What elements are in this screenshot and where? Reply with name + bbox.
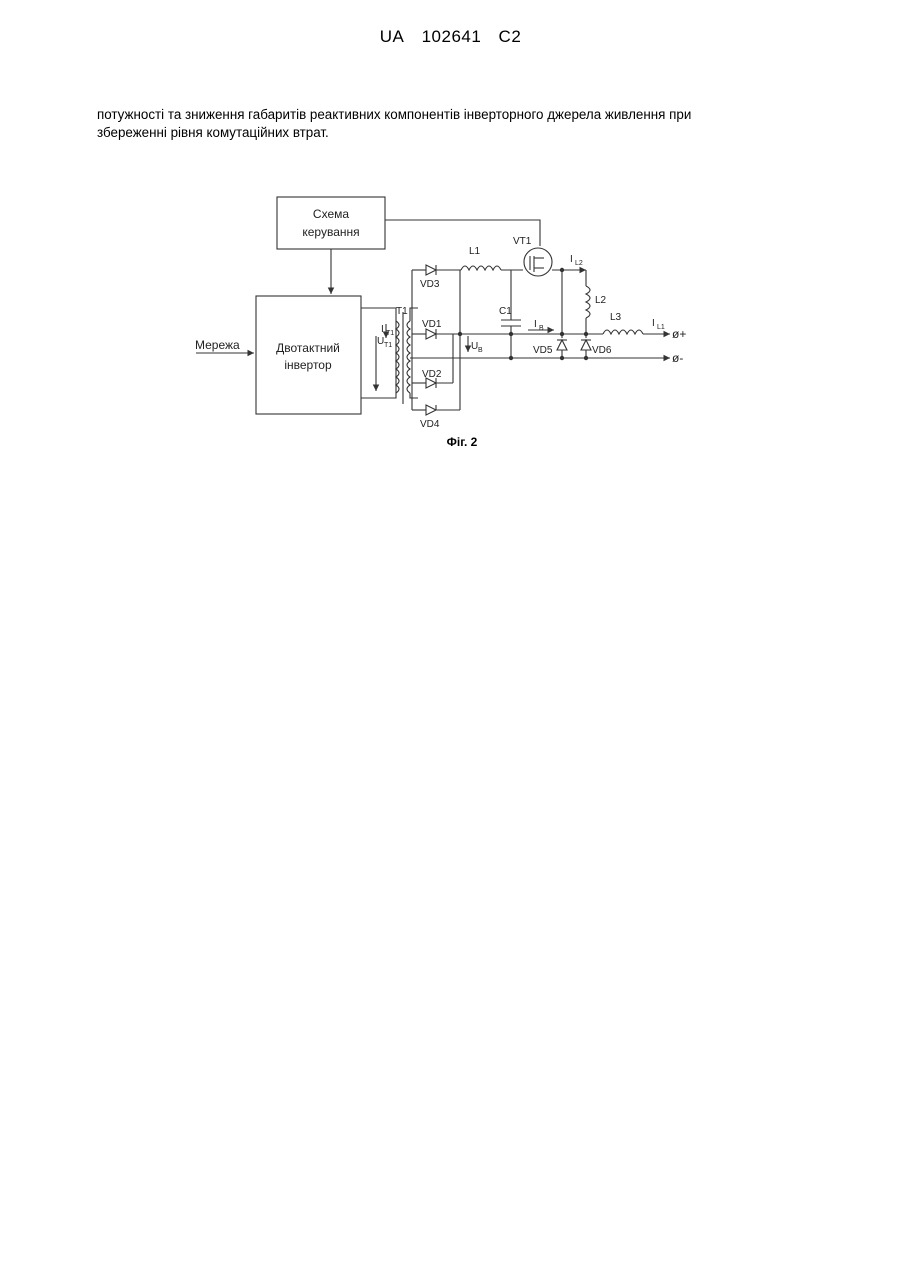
label-VD3: VD3 [420,279,440,290]
label-I-L2-sub: L2 [575,260,583,267]
label-I-L1-sub: L1 [657,324,665,331]
output-plus-terminal: ø+ [672,327,686,341]
control-block [277,197,385,249]
inverter-block [256,296,361,414]
patent-office: UA [380,27,405,47]
circuit-diagram: Схема керування Двотактний інвертор Мере… [178,186,708,436]
label-VD2: VD2 [422,369,442,380]
patent-kind: C2 [499,27,522,47]
label-T1: T1 [396,306,408,317]
label-U-B-sub: В [478,347,483,354]
output-minus-terminal: ø- [672,351,683,365]
mains-label: Мережа [195,338,240,352]
label-I-B-sub: В [539,325,544,332]
label-I-T: I [381,324,384,335]
paragraph-line-1: потужності та зниження габаритів реактив… [97,106,817,124]
paragraph-line-2: збереженні рівня комутаційних втрат. [97,124,817,142]
label-VD6: VD6 [592,345,612,356]
inverter-block-line-1: Двотактний [276,341,340,355]
label-I-L2: I [570,254,573,265]
label-U-T-sub: T1 [384,342,392,349]
figure-caption: Фіг. 2 [0,435,901,449]
label-I-T-sub: Т1 [386,330,394,337]
label-VD4: VD4 [420,419,440,430]
label-I-L1: I [652,318,655,329]
patent-number: 102641 [422,27,482,47]
label-VD5: VD5 [533,345,553,356]
label-L3: L3 [610,312,622,323]
patent-header: UA 102641 C2 [0,27,901,47]
control-block-line-2: керування [302,225,359,239]
inverter-block-line-2: інвертор [284,358,332,372]
control-block-line-1: Схема [313,207,349,221]
label-C1: C1 [499,306,512,317]
label-VT1: VT1 [513,236,532,247]
label-L2: L2 [595,295,607,306]
label-I-B: I [534,319,537,330]
label-VD1: VD1 [422,319,442,330]
label-L1: L1 [469,246,481,257]
description-paragraph: потужності та зниження габаритів реактив… [97,106,817,142]
